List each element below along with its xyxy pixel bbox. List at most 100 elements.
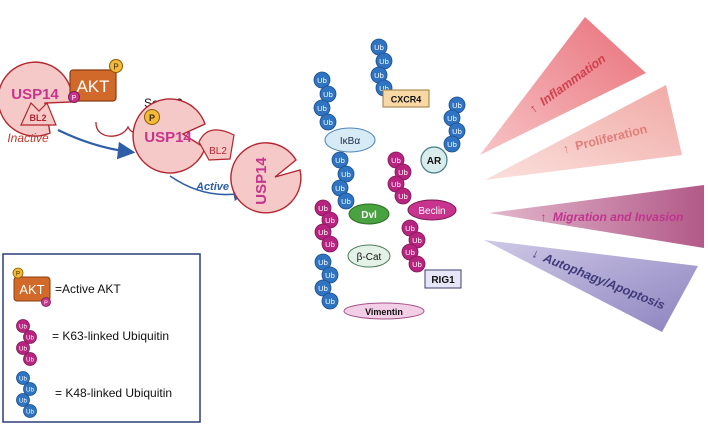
ikba-chain-ub-1: [313, 71, 331, 89]
legend-k48-ub-2: [23, 382, 37, 396]
rig1-chain-ub-label-4: Ub: [412, 260, 422, 269]
outcome-proliferation: ↑ Proliferation: [485, 85, 682, 180]
proliferation-arrow: ↑: [561, 141, 570, 156]
ikba-label: IκBα: [340, 136, 360, 147]
usp14-phospho-p: P: [149, 113, 155, 123]
ar-chain-ub-label-3: Ub: [452, 127, 462, 136]
bcat-label: β-Cat: [357, 252, 382, 263]
rig1-chain-ub-label-3: Ub: [405, 248, 415, 257]
legend-k48-text: = K48-linked Ubiquitin: [55, 386, 172, 400]
migration-label: Migration and Invasion: [553, 210, 684, 224]
usp14-inactive: USP14 BL2: [0, 61, 73, 137]
legend-k63-ub-label-3: Ub: [19, 345, 27, 352]
bl2-inactive-label: BL2: [29, 113, 46, 123]
dvl-chain-ub-label-1: Ub: [335, 156, 345, 165]
cxcr4-label: CXCR4: [391, 95, 422, 105]
substrate-beclin: Beclin: [407, 199, 457, 221]
vimentin-chain-ub-label-1: Ub: [318, 258, 328, 267]
vimentin-chain-ub-label-4: Ub: [325, 297, 335, 306]
ikba-chain-ub-label-2: Ub: [323, 90, 333, 99]
substrate-vimentin: Vimentin: [343, 302, 425, 320]
bcat-chain-ub-label-1: Ub: [318, 204, 328, 213]
outcome-autophagy: ↓ Autophagy/Apoptosis: [484, 240, 698, 332]
usp14-active-label: USP14: [144, 129, 192, 146]
legend-k63-text: = K63-linked Ubiquitin: [52, 329, 169, 343]
beclin-chain-ub-label-3: Ub: [391, 180, 401, 189]
outcome-inflammation: ↑ Inflammation: [480, 17, 646, 155]
legend-k48-ub-label-4: Ub: [26, 408, 34, 415]
legend-p-yellow: P: [16, 272, 20, 278]
dvl-chain-ub-2: [337, 165, 355, 183]
legend-k63-ub-label-1: Ub: [19, 323, 27, 330]
legend-k63-ub-4: [23, 352, 37, 366]
vimentin-chain-ub-label-2: Ub: [325, 271, 335, 280]
akt-kinase: AKT P P: [68, 59, 159, 137]
bcat-chain-ub-4: [321, 235, 339, 253]
cxcr4-chain-ub-label-3: Ub: [374, 71, 384, 80]
vimentin-chain-ub-3: [314, 279, 332, 297]
dvl-chain-ub-1: [331, 151, 349, 169]
legend-k63-ub-2: [23, 330, 37, 344]
usp14-rotated-label: USP14: [253, 157, 270, 205]
legend-p-pink: P: [44, 301, 48, 307]
bcat-chain-ub-label-4: Ub: [325, 240, 335, 249]
ikba-chain-ub-2: [319, 85, 337, 103]
vimentin-chain-ub-label-3: Ub: [318, 284, 328, 293]
ar-label: AR: [427, 156, 442, 167]
legend-k63-ub-label-2: Ub: [26, 334, 34, 341]
rig1-chain-ub-label-1: Ub: [405, 224, 415, 233]
beclin-chain-ub-label-4: Ub: [398, 192, 408, 201]
dvl-chain-ub-4: [337, 192, 355, 210]
activation-arrow: [57, 129, 136, 160]
migration-arrow: ↑: [540, 210, 546, 224]
substrate-dvl: Dvl: [348, 203, 390, 225]
cxcr4-chain-ub-label-1: Ub: [374, 43, 384, 52]
inactive-label: Inactive: [7, 131, 49, 145]
rig1-chain-ub-4: [408, 255, 426, 273]
ikba-chain-ub-3: [313, 99, 331, 117]
legend-k63-ub-1: [16, 319, 30, 333]
legend-k63-ub-label-4: Ub: [26, 356, 34, 363]
ikba-chain-ub-4: [319, 113, 337, 131]
cxcr4-chain-ub-label-4: Ub: [379, 84, 389, 93]
legend-k48-ub-3: [16, 393, 30, 407]
usp14-inactive-label: USP14: [11, 86, 59, 103]
substrate-ar: AR: [420, 146, 448, 174]
legend-k48-ub-label-2: Ub: [26, 386, 34, 393]
bl2-active-label: BL2: [209, 146, 227, 157]
rig1-label: RIG1: [431, 275, 455, 286]
vimentin-label: Vimentin: [365, 307, 403, 317]
ar-chain-ub-label-1: Ub: [452, 101, 462, 110]
substrate-rig1: RIG1: [424, 269, 462, 289]
dvl-chain-ub-label-3: Ub: [335, 184, 345, 193]
legend-k48-ub-4: [23, 404, 37, 418]
substrate-cxcr4: CXCR4: [382, 89, 430, 108]
beclin-chain-ub-label-1: Ub: [391, 156, 401, 165]
bcat-chain-ub-label-3: Ub: [318, 228, 328, 237]
akt-phospho-p: P: [113, 63, 118, 72]
ubiquitin-chains: UbUbUbUbUbUbUbUbUbUbUbUbUbUbUbUbUbUbUbUb…: [313, 38, 466, 310]
cxcr4-chain-ub-label-2: Ub: [379, 57, 389, 66]
outcome-migration: ↑ Migration and Invasion: [489, 185, 704, 248]
beclin-chain-ub-label-2: Ub: [398, 168, 408, 177]
beclin-chain-ub-4: [394, 187, 412, 205]
ikba-chain-ub-label-1: Ub: [317, 76, 327, 85]
ar-chain-ub-4: [443, 135, 461, 153]
bcat-chain-ub-label-2: Ub: [325, 216, 335, 225]
substrate-bcat: β-Cat: [347, 244, 391, 268]
dvl-chain-ub-label-4: Ub: [341, 197, 351, 206]
usp14-open: USP14: [230, 142, 302, 214]
active-label: Active: [195, 181, 229, 193]
usp14-active: P USP14 BL2: [132, 98, 235, 174]
vimentin-chain-ub-1: [314, 253, 332, 271]
akt-pink-p: P: [72, 95, 77, 102]
substrate-ikba: IκBα: [324, 127, 376, 153]
legend-akt: AKT P P: [12, 267, 51, 307]
ikba-chain-ub-label-4: Ub: [323, 118, 333, 127]
akt-label: AKT: [76, 77, 109, 96]
legend-k48-ub-label-3: Ub: [19, 397, 27, 404]
legend-akt-label: AKT: [19, 282, 44, 297]
vimentin-chain-ub-4: [321, 292, 339, 310]
